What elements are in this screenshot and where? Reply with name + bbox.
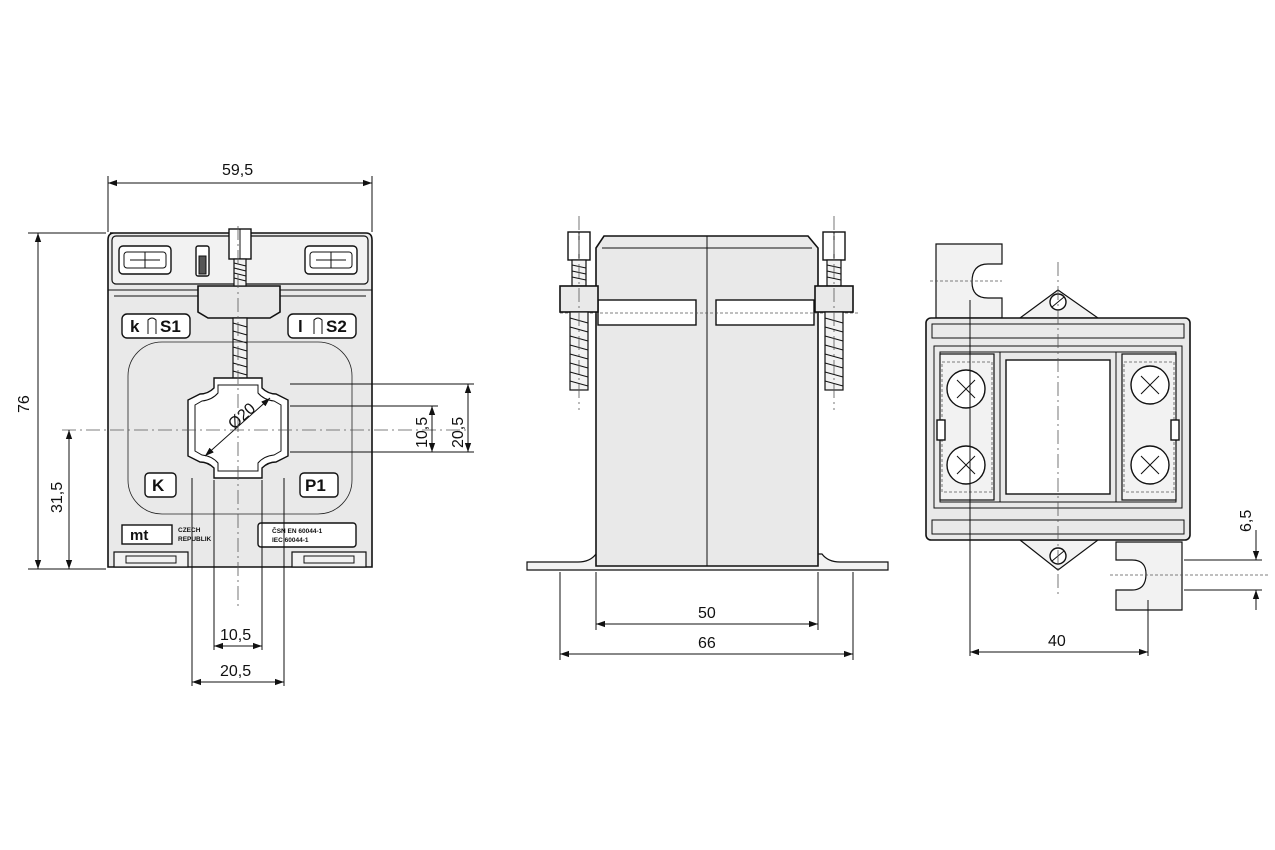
terminal-block-left bbox=[118, 245, 172, 275]
origin-line-2: REPUBLIK bbox=[178, 536, 212, 543]
screw-cross-icon-1 bbox=[946, 369, 986, 409]
arrow-icon-right bbox=[313, 317, 323, 334]
logo: mt bbox=[130, 527, 148, 544]
arrow-icon-left bbox=[147, 317, 157, 334]
side-view: 50 66 bbox=[526, 216, 889, 660]
primary-label-k: K bbox=[152, 476, 165, 495]
label-box-p1 bbox=[299, 472, 339, 498]
standard-plate bbox=[257, 522, 357, 548]
screw-thread bbox=[232, 258, 248, 391]
front-view: k S1 l S2 Ø20 K P1 mt CZECH REPUBLIK ČSN… bbox=[16, 162, 474, 686]
terminal-block-right bbox=[304, 245, 358, 275]
dim-center-height: 31,5 bbox=[49, 482, 66, 513]
dim-window-inner-h: 10,5 bbox=[220, 627, 251, 644]
diameter-line bbox=[204, 397, 271, 457]
bracket-bottom bbox=[1115, 541, 1183, 611]
origin-line-1: CZECH bbox=[178, 527, 201, 534]
screw-cross-icon-3 bbox=[1130, 365, 1170, 405]
dim-body-depth: 50 bbox=[698, 605, 716, 622]
dim-base-depth: 66 bbox=[698, 635, 716, 652]
screw-right bbox=[814, 216, 854, 410]
dim-height: 76 bbox=[16, 395, 33, 413]
terminal-label-s1: S1 bbox=[160, 317, 181, 336]
bottom-view: 40 6,5 bbox=[925, 243, 1270, 656]
primary-label-p1: P1 bbox=[305, 476, 326, 495]
dim-slot: 6,5 bbox=[1238, 510, 1255, 532]
screw-left bbox=[559, 216, 599, 410]
front-panel bbox=[127, 341, 353, 515]
label-box-k bbox=[144, 472, 177, 498]
side-window-right bbox=[715, 299, 815, 326]
foot-right bbox=[291, 551, 367, 568]
logo-box bbox=[121, 524, 173, 545]
side-window-left bbox=[597, 299, 697, 326]
terminal-label-s2: S2 bbox=[326, 317, 347, 336]
dim-width: 59,5 bbox=[222, 162, 253, 179]
clamp-bar bbox=[197, 285, 281, 319]
standard-line-1: ČSN EN 60044-1 bbox=[272, 526, 323, 535]
terminal-label-k: k bbox=[130, 317, 140, 336]
terminal-label-l: l bbox=[298, 317, 303, 336]
bracket-top bbox=[935, 243, 1003, 319]
dim-window-outer-v: 20,5 bbox=[450, 417, 467, 448]
dim-window-inner-v: 10,5 bbox=[414, 417, 431, 448]
screw-cross-icon-2 bbox=[946, 445, 986, 485]
dim-window-outer-h: 20,5 bbox=[220, 663, 251, 680]
foot-left bbox=[113, 551, 189, 568]
standard-line-2: IEC 60044-1 bbox=[272, 537, 309, 544]
dim-mount-width: 40 bbox=[1048, 633, 1066, 650]
screw-cross-icon-4 bbox=[1130, 445, 1170, 485]
